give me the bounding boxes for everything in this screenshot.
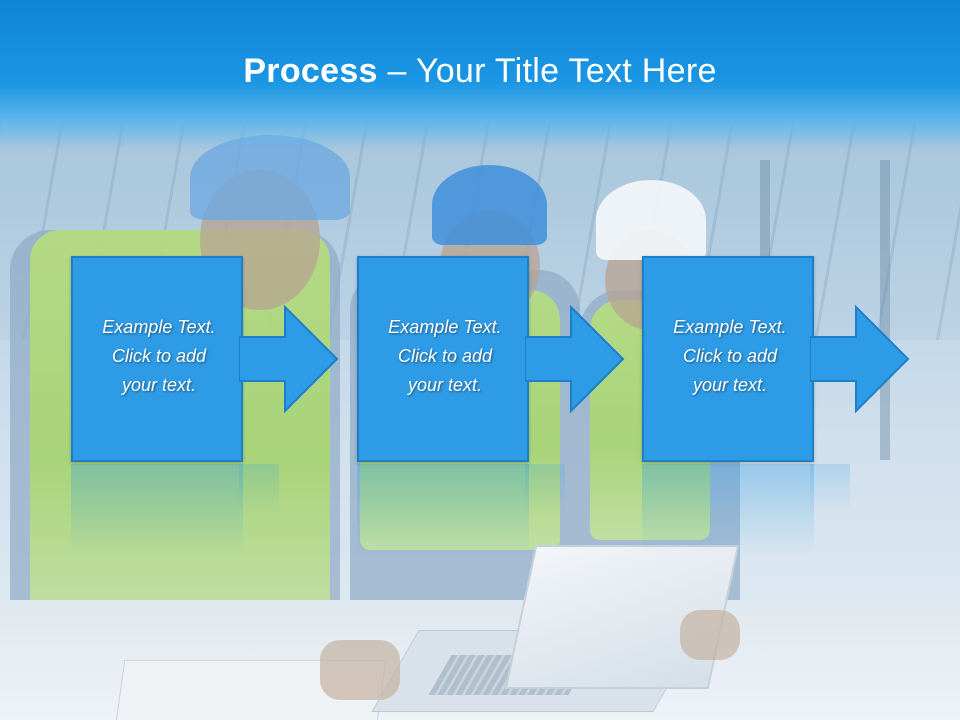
step-text-line: your text. [121, 375, 197, 395]
step-box[interactable]: Example Text. Click to add your text. [642, 256, 814, 462]
step-box[interactable]: Example Text. Click to add your text. [71, 256, 243, 462]
step-text-line: Example Text. [102, 317, 216, 337]
step-reflection [525, 464, 565, 514]
step-reflection [239, 464, 279, 514]
step-text[interactable]: Example Text. Click to add your text. [73, 313, 245, 400]
step-reflection [642, 464, 814, 554]
slide-title[interactable]: Process – Your Title Text Here [0, 52, 960, 91]
process-step-1: Example Text. Click to add your text. [71, 256, 415, 554]
arrow-right-icon [810, 304, 910, 414]
step-box[interactable]: Example Text. Click to add your text. [357, 256, 529, 462]
steel-beam [880, 160, 890, 460]
step-reflection [71, 464, 243, 554]
step-reflection [810, 464, 850, 514]
process-step-3: Example Text. Click to add your text. [642, 256, 942, 554]
step-reflection [357, 464, 529, 554]
hand [320, 640, 400, 700]
step-text-line: Example Text. [388, 317, 502, 337]
step-text-line: Example Text. [673, 317, 787, 337]
blue-hardhat [432, 165, 547, 245]
hand [680, 610, 740, 660]
step-text-line: Click to add [111, 346, 207, 366]
step-text-line: Click to add [682, 346, 778, 366]
white-hardhat [596, 180, 706, 260]
title-bold: Process [243, 52, 378, 90]
arrow-right-icon [525, 304, 625, 414]
step-text[interactable]: Example Text. Click to add your text. [644, 313, 816, 400]
step-text-line: Click to add [397, 346, 493, 366]
step-text-line: your text. [407, 375, 483, 395]
title-bar: Process – Your Title Text Here [0, 0, 960, 150]
title-rest: – Your Title Text Here [377, 52, 717, 90]
step-text-line: your text. [692, 375, 768, 395]
process-step-2: Example Text. Click to add your text. [357, 256, 701, 554]
arrow-right-icon [239, 304, 339, 414]
step-text[interactable]: Example Text. Click to add your text. [359, 313, 531, 400]
